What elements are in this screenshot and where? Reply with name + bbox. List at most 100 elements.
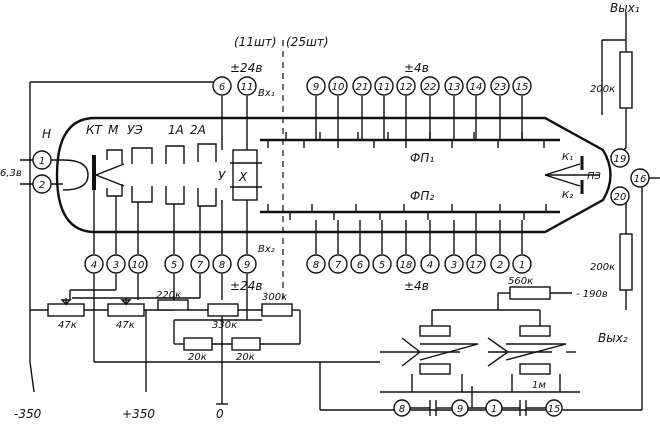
pin-top-23: 23: [490, 76, 510, 96]
r1m-value: 1м: [532, 380, 546, 391]
svg-text:1: 1: [491, 404, 497, 415]
pin-1: 1: [32, 150, 52, 170]
svg-text:11: 11: [378, 82, 391, 93]
pin-top-11: 11: [374, 76, 394, 96]
pin-bottom-17: 17: [466, 254, 486, 274]
svg-text:8: 8: [219, 260, 225, 271]
svg-text:5: 5: [171, 260, 177, 271]
svg-text:8: 8: [313, 260, 319, 271]
input1-label: Вх₁: [258, 88, 275, 99]
svg-text:23: 23: [494, 82, 507, 93]
svg-text:15: 15: [548, 404, 561, 415]
heater-label: Н: [42, 127, 51, 141]
pin-bottom-4: 4: [420, 254, 440, 274]
supply-neg190: - 190в: [576, 289, 608, 300]
pin-top-15: 15: [512, 76, 532, 96]
pot1-value: 47к: [58, 320, 77, 331]
svg-text:1: 1: [39, 156, 45, 167]
output2-label: Вых₂: [598, 331, 628, 345]
svg-text:12: 12: [400, 82, 413, 93]
r330-resistor: [207, 303, 239, 317]
pin-bottom-3: 3: [444, 254, 464, 274]
supply-top-left: ±24в: [230, 61, 262, 75]
tube-envelope: [55, 116, 612, 234]
count-11-label: (11шт): [234, 35, 277, 49]
ff-upper-left-resistor: [419, 325, 451, 337]
ff-lower-right-resistor: [519, 363, 551, 375]
x-plates-label: Х: [238, 170, 248, 184]
fp2-teeth: [267, 204, 547, 220]
r560-value: 560к: [508, 276, 533, 287]
svg-text:2: 2: [39, 180, 45, 191]
svg-text:7: 7: [197, 260, 204, 271]
svg-text:6: 6: [219, 82, 225, 93]
supply-top-right: ±4в: [404, 61, 429, 75]
pin-8: 8: [212, 254, 232, 274]
r330-value: 330к: [212, 320, 237, 331]
pin-7: 7: [190, 254, 210, 274]
modulator-electrode: [106, 149, 123, 164]
pin-top-22: 22: [420, 76, 440, 96]
svg-text:15: 15: [516, 82, 529, 93]
svg-text:7: 7: [335, 260, 342, 271]
pin-bottom-1: 1: [512, 254, 532, 274]
pin-top-14: 14: [466, 76, 486, 96]
svg-text:18: 18: [400, 260, 413, 271]
heater-voltage-label: 6,3в: [0, 168, 22, 179]
heater-filament: [62, 159, 89, 191]
svg-text:14: 14: [470, 82, 483, 93]
pin-cap-15: 15: [545, 399, 563, 417]
svg-text:2: 2: [497, 260, 503, 271]
supply-bottom-left: ±24в: [230, 279, 262, 293]
svg-text:13: 13: [448, 82, 461, 93]
svg-text:6: 6: [357, 260, 363, 271]
pin-bottom-18: 18: [396, 254, 416, 274]
pot2-47k: [107, 303, 145, 317]
pin-top-21: 21: [352, 76, 372, 96]
pin-top-10: 10: [328, 76, 348, 96]
svg-text:21: 21: [356, 82, 369, 93]
output1-label: Вых₁: [610, 1, 640, 15]
svg-text:20: 20: [614, 192, 627, 203]
svg-text:17: 17: [470, 260, 483, 271]
k2-label: К₂: [562, 190, 573, 201]
svg-text:4: 4: [91, 260, 97, 271]
pin-cap-9: 9: [451, 399, 469, 417]
svg-text:9: 9: [313, 82, 319, 93]
pin-bottom-5: 5: [372, 254, 392, 274]
anode2-electrode: [197, 143, 217, 162]
pin-11: 11: [237, 76, 257, 96]
count-25-label: (25шт): [286, 35, 329, 49]
r20b-resistor: [231, 337, 261, 351]
pin-9: 9: [237, 254, 257, 274]
anode1-electrode: [165, 145, 185, 164]
pin-top-13: 13: [444, 76, 464, 96]
pin-16: 16: [630, 168, 650, 188]
pin-6: 6: [212, 76, 232, 96]
r300-value: 300к: [262, 292, 287, 303]
cathode-label: КТ: [86, 123, 104, 137]
svg-text:9: 9: [457, 404, 463, 415]
svg-text:8: 8: [399, 404, 405, 415]
pin-5: 5: [164, 254, 184, 274]
pin-cap-1: 1: [485, 399, 503, 417]
supply-neg350: -350: [14, 407, 42, 421]
r20a-resistor: [183, 337, 213, 351]
r-out1-value: 200к: [590, 84, 615, 95]
pin-bottom-6: 6: [350, 254, 370, 274]
r20b-value: 20к: [236, 352, 255, 363]
r-out2-value: 200к: [590, 262, 615, 273]
supply-pos350: +350: [122, 407, 155, 421]
svg-text:22: 22: [424, 82, 437, 93]
pin-bottom-7: 7: [328, 254, 348, 274]
input2-label: Вх₂: [258, 244, 275, 255]
pin-19: 19: [610, 148, 630, 168]
k1-label: К₁: [562, 152, 573, 163]
ff-upper-right-resistor: [519, 325, 551, 337]
svg-text:3: 3: [451, 260, 457, 271]
svg-text:10: 10: [332, 82, 345, 93]
pin-top-12: 12: [396, 76, 416, 96]
svg-text:4: 4: [427, 260, 433, 271]
fp1-label: ФП₁: [410, 151, 434, 165]
